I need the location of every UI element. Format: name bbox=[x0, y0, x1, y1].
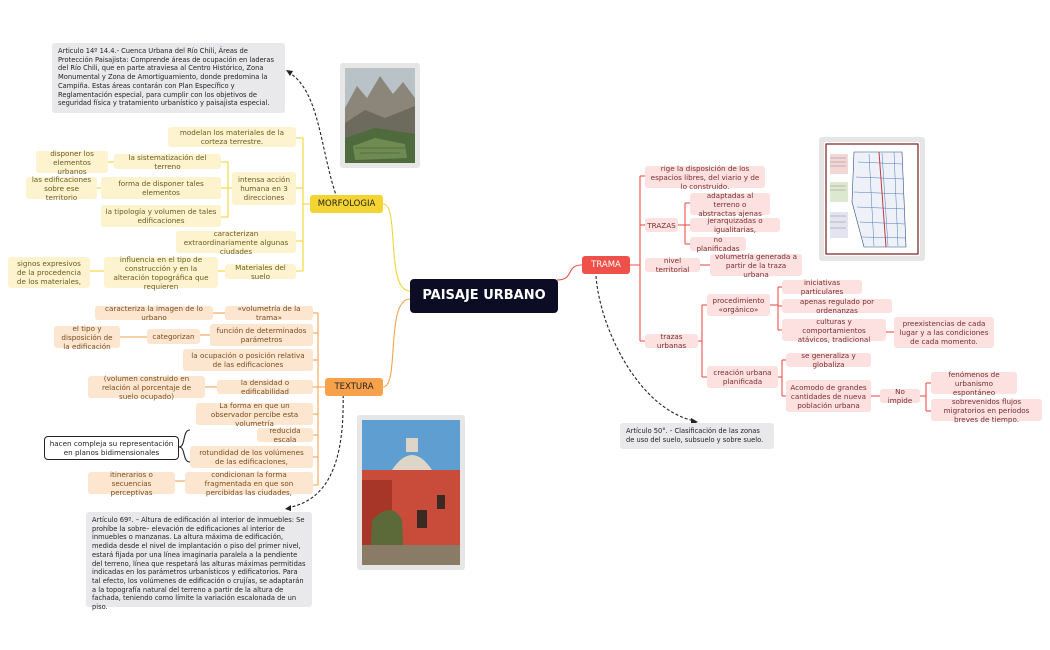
morf-materiales[interactable]: Materiales del suelo bbox=[225, 263, 296, 281]
trama-fenomenos[interactable]: fenómenos de urbanismo espontáneo bbox=[931, 370, 1017, 397]
morf-signos[interactable]: signos expresivos de la procedencia de l… bbox=[8, 257, 90, 288]
text-categorizan[interactable]: categorizan bbox=[147, 329, 200, 344]
trama-rige[interactable]: rige la disposición de los espacios libr… bbox=[645, 164, 765, 191]
trama-acomodo[interactable]: Acomodo de grandes cantidades de nueva p… bbox=[786, 380, 871, 412]
text-itinerarios[interactable]: itinerarios o secuencias perceptivas bbox=[88, 470, 175, 497]
trama-apenas[interactable]: apenas regulado por ordenanzas bbox=[782, 297, 892, 315]
text-densidad[interactable]: la densidad o edificabilidad bbox=[217, 378, 313, 396]
trama-nivel[interactable]: nivel territorial bbox=[645, 256, 700, 274]
morf-edificaciones[interactable]: las edificaciones sobre ese territorio bbox=[26, 175, 97, 202]
trama-sobrevenidos[interactable]: sobrevenidos flujos migratorios en perio… bbox=[931, 397, 1042, 424]
morf-sistematizacion[interactable]: la sistematización del terreno bbox=[114, 153, 221, 171]
trama-noplanificadas[interactable]: no planificadas bbox=[690, 235, 746, 253]
trama-articulo-note[interactable]: Artículo 50°. - Clasificación de las zon… bbox=[620, 423, 774, 449]
text-articulo-note[interactable]: Artículo 69º. – Altura de edificación al… bbox=[86, 512, 312, 611]
trama-procedimiento[interactable]: procedimiento «orgánico» bbox=[707, 294, 770, 316]
text-caracteriza[interactable]: caracteriza la imagen de lo urbano bbox=[95, 304, 213, 322]
branch-textura[interactable]: TEXTURA bbox=[325, 378, 383, 396]
morf-modelan[interactable]: modelan los materiales de la corteza ter… bbox=[168, 127, 296, 147]
trama-iniciativas[interactable]: iniciativas particulares bbox=[782, 278, 862, 296]
morf-articulo-note[interactable]: Articulo 14º 14.4.- Cuenca Urbana del Rí… bbox=[52, 43, 285, 113]
trama-jerarquizadas[interactable]: jerarquizadas o igualitarias, bbox=[690, 216, 780, 234]
aerial-valley-photo bbox=[340, 63, 420, 168]
text-ocupacion[interactable]: la ocupación o posición relativa de las … bbox=[183, 349, 313, 371]
text-funcion[interactable]: función de determinados parámetros bbox=[210, 324, 313, 346]
text-rotundidad[interactable]: rotundidad de los volúmenes de las edifi… bbox=[190, 446, 313, 468]
urban-plan-map bbox=[819, 137, 925, 261]
trama-noimpide[interactable]: No impide bbox=[880, 387, 920, 405]
trama-volumetria[interactable]: volumetría generada a partir de la traza… bbox=[710, 252, 802, 279]
morf-intensa[interactable]: intensa acción humana en 3 direcciones bbox=[232, 172, 296, 205]
branch-trama[interactable]: TRAMA bbox=[582, 256, 630, 274]
text-compleja[interactable]: hacen compleja su representación en plan… bbox=[44, 436, 179, 460]
trama-trazasurbanas[interactable]: trazas urbanas bbox=[645, 332, 698, 350]
trama-culturas[interactable]: culturas y comportamientos atávicos, tra… bbox=[782, 317, 886, 344]
trama-trazas[interactable]: TRAZAS bbox=[645, 218, 678, 232]
trama-generaliza[interactable]: se generaliza y globaliza bbox=[786, 351, 871, 369]
morf-disponer[interactable]: disponer los elementos urbanos bbox=[36, 149, 108, 176]
central-topic[interactable]: PAISAJE URBANO bbox=[410, 279, 558, 313]
trama-preexistencias[interactable]: preexistencias de cada lugar y a las con… bbox=[894, 317, 994, 348]
morf-influencia[interactable]: influencia en el tipo de construcción y … bbox=[104, 255, 218, 291]
text-volumetria[interactable]: «volumetría de la trama» bbox=[225, 304, 313, 322]
morf-caracterizan[interactable]: caracterizan extraordinariamente algunas… bbox=[176, 229, 296, 256]
morf-forma[interactable]: forma de disponer tales elementos bbox=[101, 177, 221, 199]
trama-adaptadas[interactable]: adaptadas al terreno o abstractas ajenas bbox=[690, 191, 770, 218]
text-condicionan[interactable]: condicionan la forma fragmentada en que … bbox=[185, 470, 313, 497]
branch-morfologia[interactable]: MORFOLOGIA bbox=[310, 195, 383, 213]
courtyard-photo bbox=[357, 415, 465, 570]
trama-creacion[interactable]: creación urbana planificada bbox=[707, 366, 778, 388]
text-escala[interactable]: reducida escala bbox=[257, 426, 313, 444]
text-volumen[interactable]: (volumen construido en relación al porce… bbox=[88, 374, 205, 401]
text-forma[interactable]: La forma en que un observador percibe es… bbox=[196, 401, 313, 428]
morf-tipologia[interactable]: la tipología y volumen de tales edificac… bbox=[101, 205, 221, 227]
text-tipo[interactable]: el tipo y disposición de la edificación bbox=[54, 324, 120, 351]
